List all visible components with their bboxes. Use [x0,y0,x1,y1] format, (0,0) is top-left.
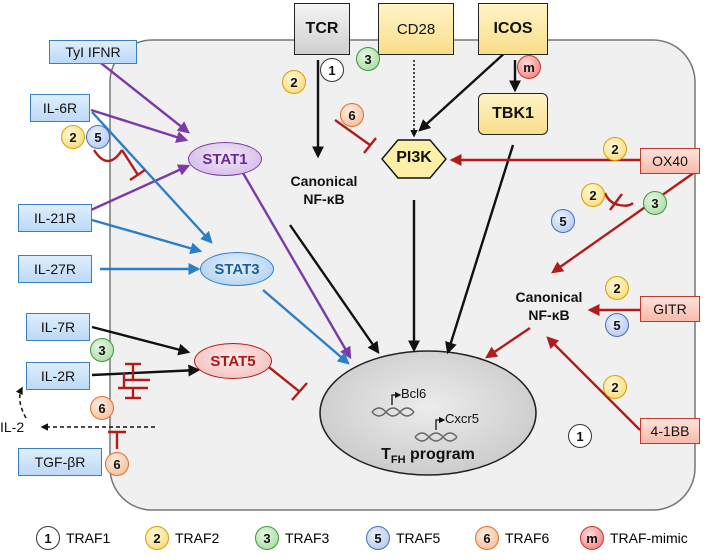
legend-traf-mimic-label: TRAF-mimic [610,530,688,546]
stat3-node: STAT3 [200,252,274,286]
nfkb-right-line1: Canonical [515,289,583,305]
gene-cxcr5: Cxcr5 [445,411,479,426]
pi3k-hexagon [381,139,447,179]
traf-mimic-badge-icos: m [517,55,541,79]
traf3-badge-ox40: 3 [643,191,667,215]
traf6-badge-tgfbr: 6 [105,452,129,476]
legend-traf2: 2 TRAF2 [145,526,219,550]
il2-label: IL-2 [0,419,25,435]
pi3k-label: PI3K [396,149,432,166]
receptor-ifnr: TyI IFNR [49,40,137,64]
legend-traf1-icon: 1 [36,526,60,550]
nfkb-left-label: Canonical NF-κB [284,172,364,208]
legend-traf6-label: TRAF6 [505,530,550,546]
nfkb-left-line1: Canonical [290,173,358,189]
traf2-badge-4-1bb: 2 [603,375,627,399]
legend-traf3-icon: 3 [255,526,279,550]
legend-traf5-label: TRAF5 [396,530,441,546]
traf2-badge-tcr: 2 [282,70,306,94]
legend-traf3: 3 TRAF3 [255,526,329,550]
red-arrows [449,154,696,431]
traf2-badge-gitr: 2 [605,276,629,300]
traf6-badge-pi3k: 6 [340,103,364,127]
traf3-badge-tcr: 3 [356,47,380,71]
traf2-badge-ox40-nfkb: 2 [581,183,605,207]
il2-dashed-arrows [15,386,155,431]
promoter-arrow-icon [391,391,446,430]
legend-traf-mimic-icon: m [580,526,604,550]
receptor-icos: ICOS [478,3,548,55]
legend-traf1: 1 TRAF1 [36,526,110,550]
receptor-gitr: GITR [640,296,700,322]
traf5-badge-il6r: 5 [86,125,110,149]
receptor-ox40: OX40 [640,148,700,174]
gene-bcl6: Bcl6 [401,386,427,401]
legend-traf-mimic: m TRAF-mimic [580,526,688,550]
legend-traf2-label: TRAF2 [175,530,220,546]
traf3-badge-il2r: 3 [90,338,114,362]
receptor-cd28: CD28 [378,3,454,55]
legend-traf6-icon: 6 [475,526,499,550]
receptor-il6r: IL-6R [30,94,90,122]
receptor-il2r: IL-2R [26,362,90,390]
blue-arrows [91,111,350,365]
traf5-badge-gitr: 5 [605,313,629,337]
tfh-sub: FH [390,454,406,467]
legend-traf5: 5 TRAF5 [366,526,440,550]
purple-arrows [90,55,352,360]
legend-traf5-icon: 5 [366,526,390,550]
traf2-badge-il6r: 2 [61,125,85,149]
dna-icon [371,407,458,442]
receptor-tgfbr: TGF-βR [18,448,102,476]
receptor-4-1bb: 4-1BB [640,418,700,444]
tfh-program-word: program [405,446,475,463]
legend-traf3-label: TRAF3 [285,530,330,546]
traf2-badge-ox40: 2 [603,137,627,161]
traf6-badge-il2r: 6 [90,396,114,420]
stat5-node: STAT5 [194,343,272,379]
legend-traf1-label: TRAF1 [66,530,111,546]
nfkb-right-line2: NF-κB [528,307,570,323]
traf1-badge-4-1bb: 1 [568,424,592,448]
receptor-il21r: IL-21R [18,204,92,232]
tfh-t: T [381,446,391,463]
nucleus [319,350,537,476]
receptor-il27r: IL-27R [18,255,92,283]
tbk1-node: TBK1 [478,93,548,135]
receptor-tcr: TCR [294,3,350,55]
legend-traf2-icon: 2 [145,526,169,550]
traf5-badge-ox40: 5 [551,209,575,233]
receptor-il7r: IL-7R [26,313,90,341]
tfh-program-label: TFH program [360,446,496,466]
nfkb-left-line2: NF-κB [303,191,345,207]
inhibition-lines [92,119,634,449]
stat1-node: STAT1 [188,142,262,176]
legend-traf6: 6 TRAF6 [475,526,549,550]
black-arrows [91,49,521,377]
nfkb-right-label: Canonical NF-κB [508,288,590,324]
traf1-badge-tcr: 1 [320,58,344,82]
